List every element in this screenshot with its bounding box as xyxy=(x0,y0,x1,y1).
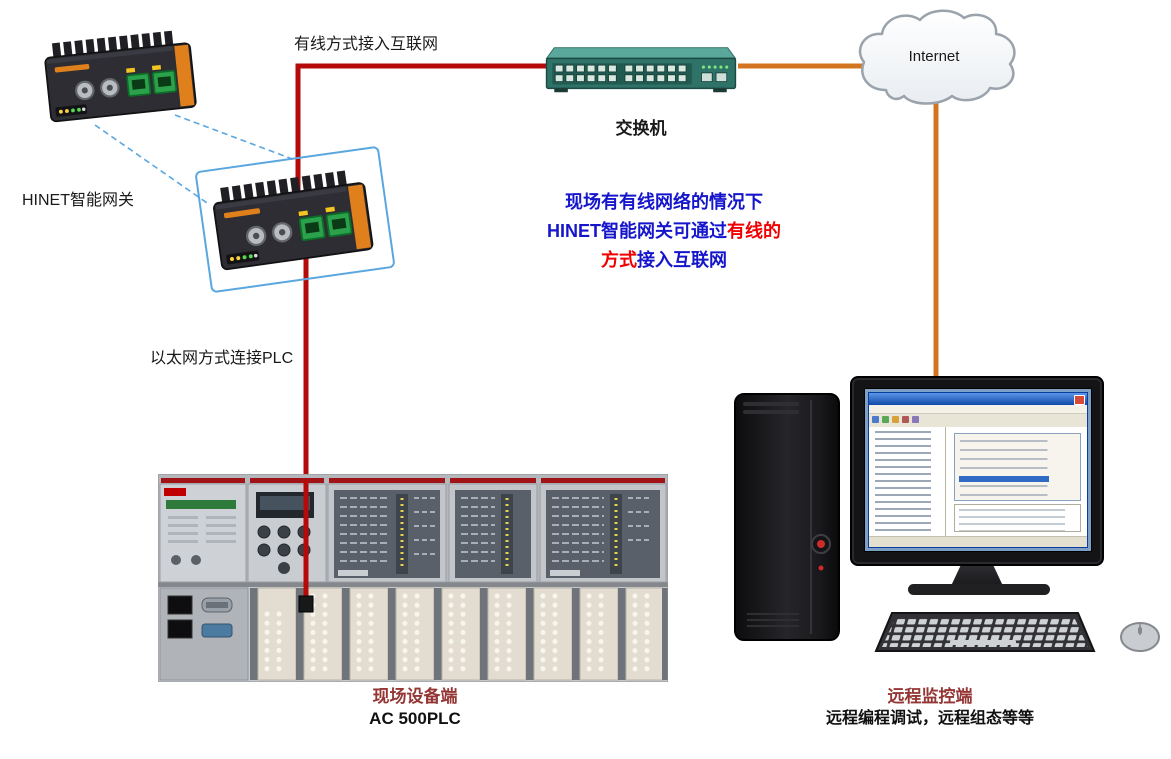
scroll-wheel xyxy=(1138,627,1142,634)
remote-caption: 远程监控端 远程编程调试，远程组态等等 xyxy=(765,686,1095,730)
uplink-port xyxy=(701,72,713,82)
software-menubar xyxy=(869,405,1087,414)
plc-display-module xyxy=(247,483,327,583)
plc-io-module xyxy=(327,483,447,583)
remote-site-label: 远程监控端 xyxy=(887,687,973,706)
software-main-area xyxy=(946,427,1087,537)
software-dialog xyxy=(954,433,1081,501)
plc-ethernet-port xyxy=(167,619,193,639)
plc-comm-block xyxy=(159,587,249,681)
plc-red-stripe xyxy=(161,478,665,483)
pc-tower xyxy=(733,392,841,642)
switch-ports xyxy=(554,64,687,82)
software-message-list xyxy=(954,504,1081,532)
remote-software-window xyxy=(868,392,1088,548)
plc-site-label: 现场设备端 xyxy=(372,687,458,706)
monitor-stand-base xyxy=(908,584,1050,595)
hinet-gateway-label: HINET智能网关 xyxy=(22,192,135,209)
wired-link-label: 有线方式接入互联网 xyxy=(294,36,439,53)
plc-io-module xyxy=(539,483,667,583)
switch-leds xyxy=(701,65,729,69)
monitor-stand-neck xyxy=(951,566,1003,586)
note-line-3: 方式接入互联网 xyxy=(601,250,727,270)
plc-io-module xyxy=(448,483,538,583)
switch-label: 交换机 xyxy=(615,119,667,138)
remote-desc-label: 远程编程调试，远程组态等等 xyxy=(825,710,1034,727)
hinet-gateway-device-highlighted xyxy=(194,145,396,294)
callout-line xyxy=(174,114,296,161)
mouse xyxy=(1116,616,1164,654)
note-line-2: HINET智能网关可通过有线的 xyxy=(547,221,781,241)
note-line-1: 现场有有线网络的情况下 xyxy=(565,192,763,212)
plc-model-label: AC 500PLC xyxy=(369,709,461,728)
spacebar xyxy=(950,640,1016,645)
pc-monitor xyxy=(850,376,1108,598)
close-icon xyxy=(1074,395,1085,405)
keyboard xyxy=(866,610,1096,656)
software-titlebar xyxy=(869,393,1087,405)
uplink-port xyxy=(715,72,728,82)
hinet-gateway-device-small xyxy=(35,16,210,137)
plc-ethernet-port xyxy=(167,595,193,615)
software-project-tree xyxy=(869,427,946,537)
plc-caption: 现场设备端 AC 500PLC xyxy=(300,686,530,730)
ac500-plc-device xyxy=(158,474,668,682)
plc-cpu-module xyxy=(159,483,247,583)
monitor-screen xyxy=(864,388,1092,552)
monitor-bezel xyxy=(850,376,1104,566)
abb-logo-mark xyxy=(164,488,186,496)
ethernet-switch-device xyxy=(538,38,743,100)
software-statusbar xyxy=(869,536,1087,547)
internet-cloud: Internet xyxy=(850,6,1018,116)
internet-label: Internet xyxy=(908,48,960,65)
selected-row-highlight xyxy=(959,476,1049,482)
ethernet-link-label: 以太网方式连接PLC xyxy=(150,350,294,367)
plc-terminal-blocks xyxy=(250,587,668,681)
note-text: 现场有有线网络的情况下 HINET智能网关可通过有线的 方式接入互联网 xyxy=(488,188,840,275)
power-led xyxy=(818,565,824,571)
